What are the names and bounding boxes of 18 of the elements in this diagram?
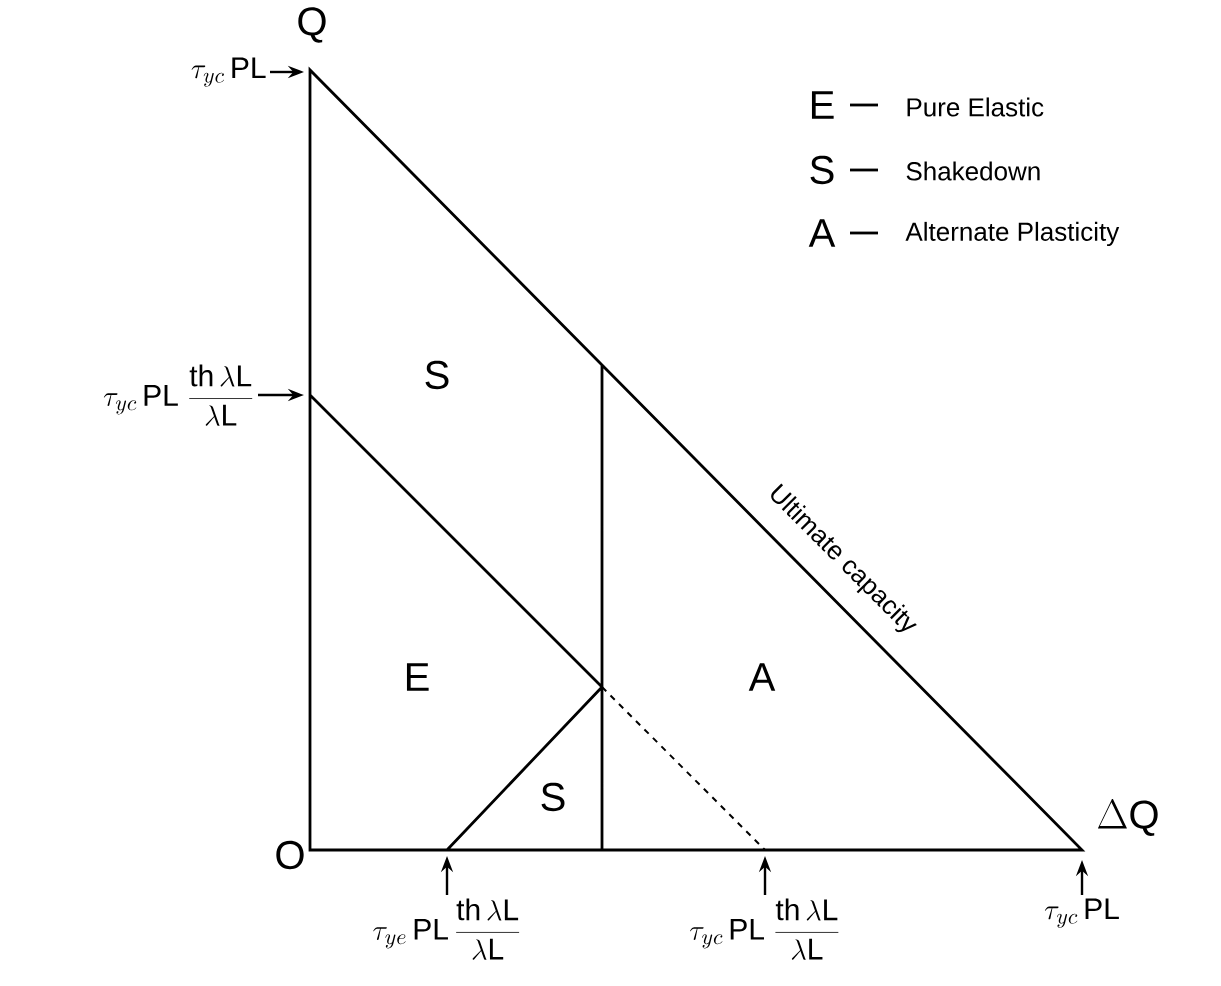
legend-text: Pure Elastic xyxy=(907,97,1044,117)
legend-letter: S xyxy=(810,155,834,185)
legend-text: Alternate Plasticity xyxy=(905,221,1120,247)
axis-value-label: $\tau_{ye}\,\mathsf{PL}\,\frac{\mathsf{th}\,\lambda\mathsf{L}}{\lambda\mathsf{L}}$ xyxy=(373,898,520,960)
legend-letter: E xyxy=(811,91,834,119)
region-label: S xyxy=(425,360,449,390)
legend-text: Shakedown xyxy=(906,161,1040,181)
axis-label: O xyxy=(276,840,304,870)
region-label: A xyxy=(748,663,776,691)
legend-letter: A xyxy=(808,219,836,247)
region-label: E xyxy=(406,663,429,691)
axis-value-label: $\tau_{yc}\,\mathsf{PL}$ xyxy=(191,57,266,87)
axis-label: Q xyxy=(298,7,326,43)
region-label: S xyxy=(541,782,565,812)
axis-label: $\Delta \mathsf{Q}$ xyxy=(1098,799,1158,836)
axis-value-label: $\tau_{yc}\,\mathsf{PL}\;\frac{\mathsf{th}\,\lambda\mathsf{L}}{\lambda\mathsf{L}}$ xyxy=(103,364,253,426)
axis-value-label: $\tau_{yc}\,\mathsf{PL}\;\frac{\mathsf{th}\,\lambda\mathsf{L}}{\lambda\mathsf{L}}$ xyxy=(690,898,839,960)
axis-value-label: $\tau_{yc}\,\mathsf{PL}$ xyxy=(1044,898,1119,928)
